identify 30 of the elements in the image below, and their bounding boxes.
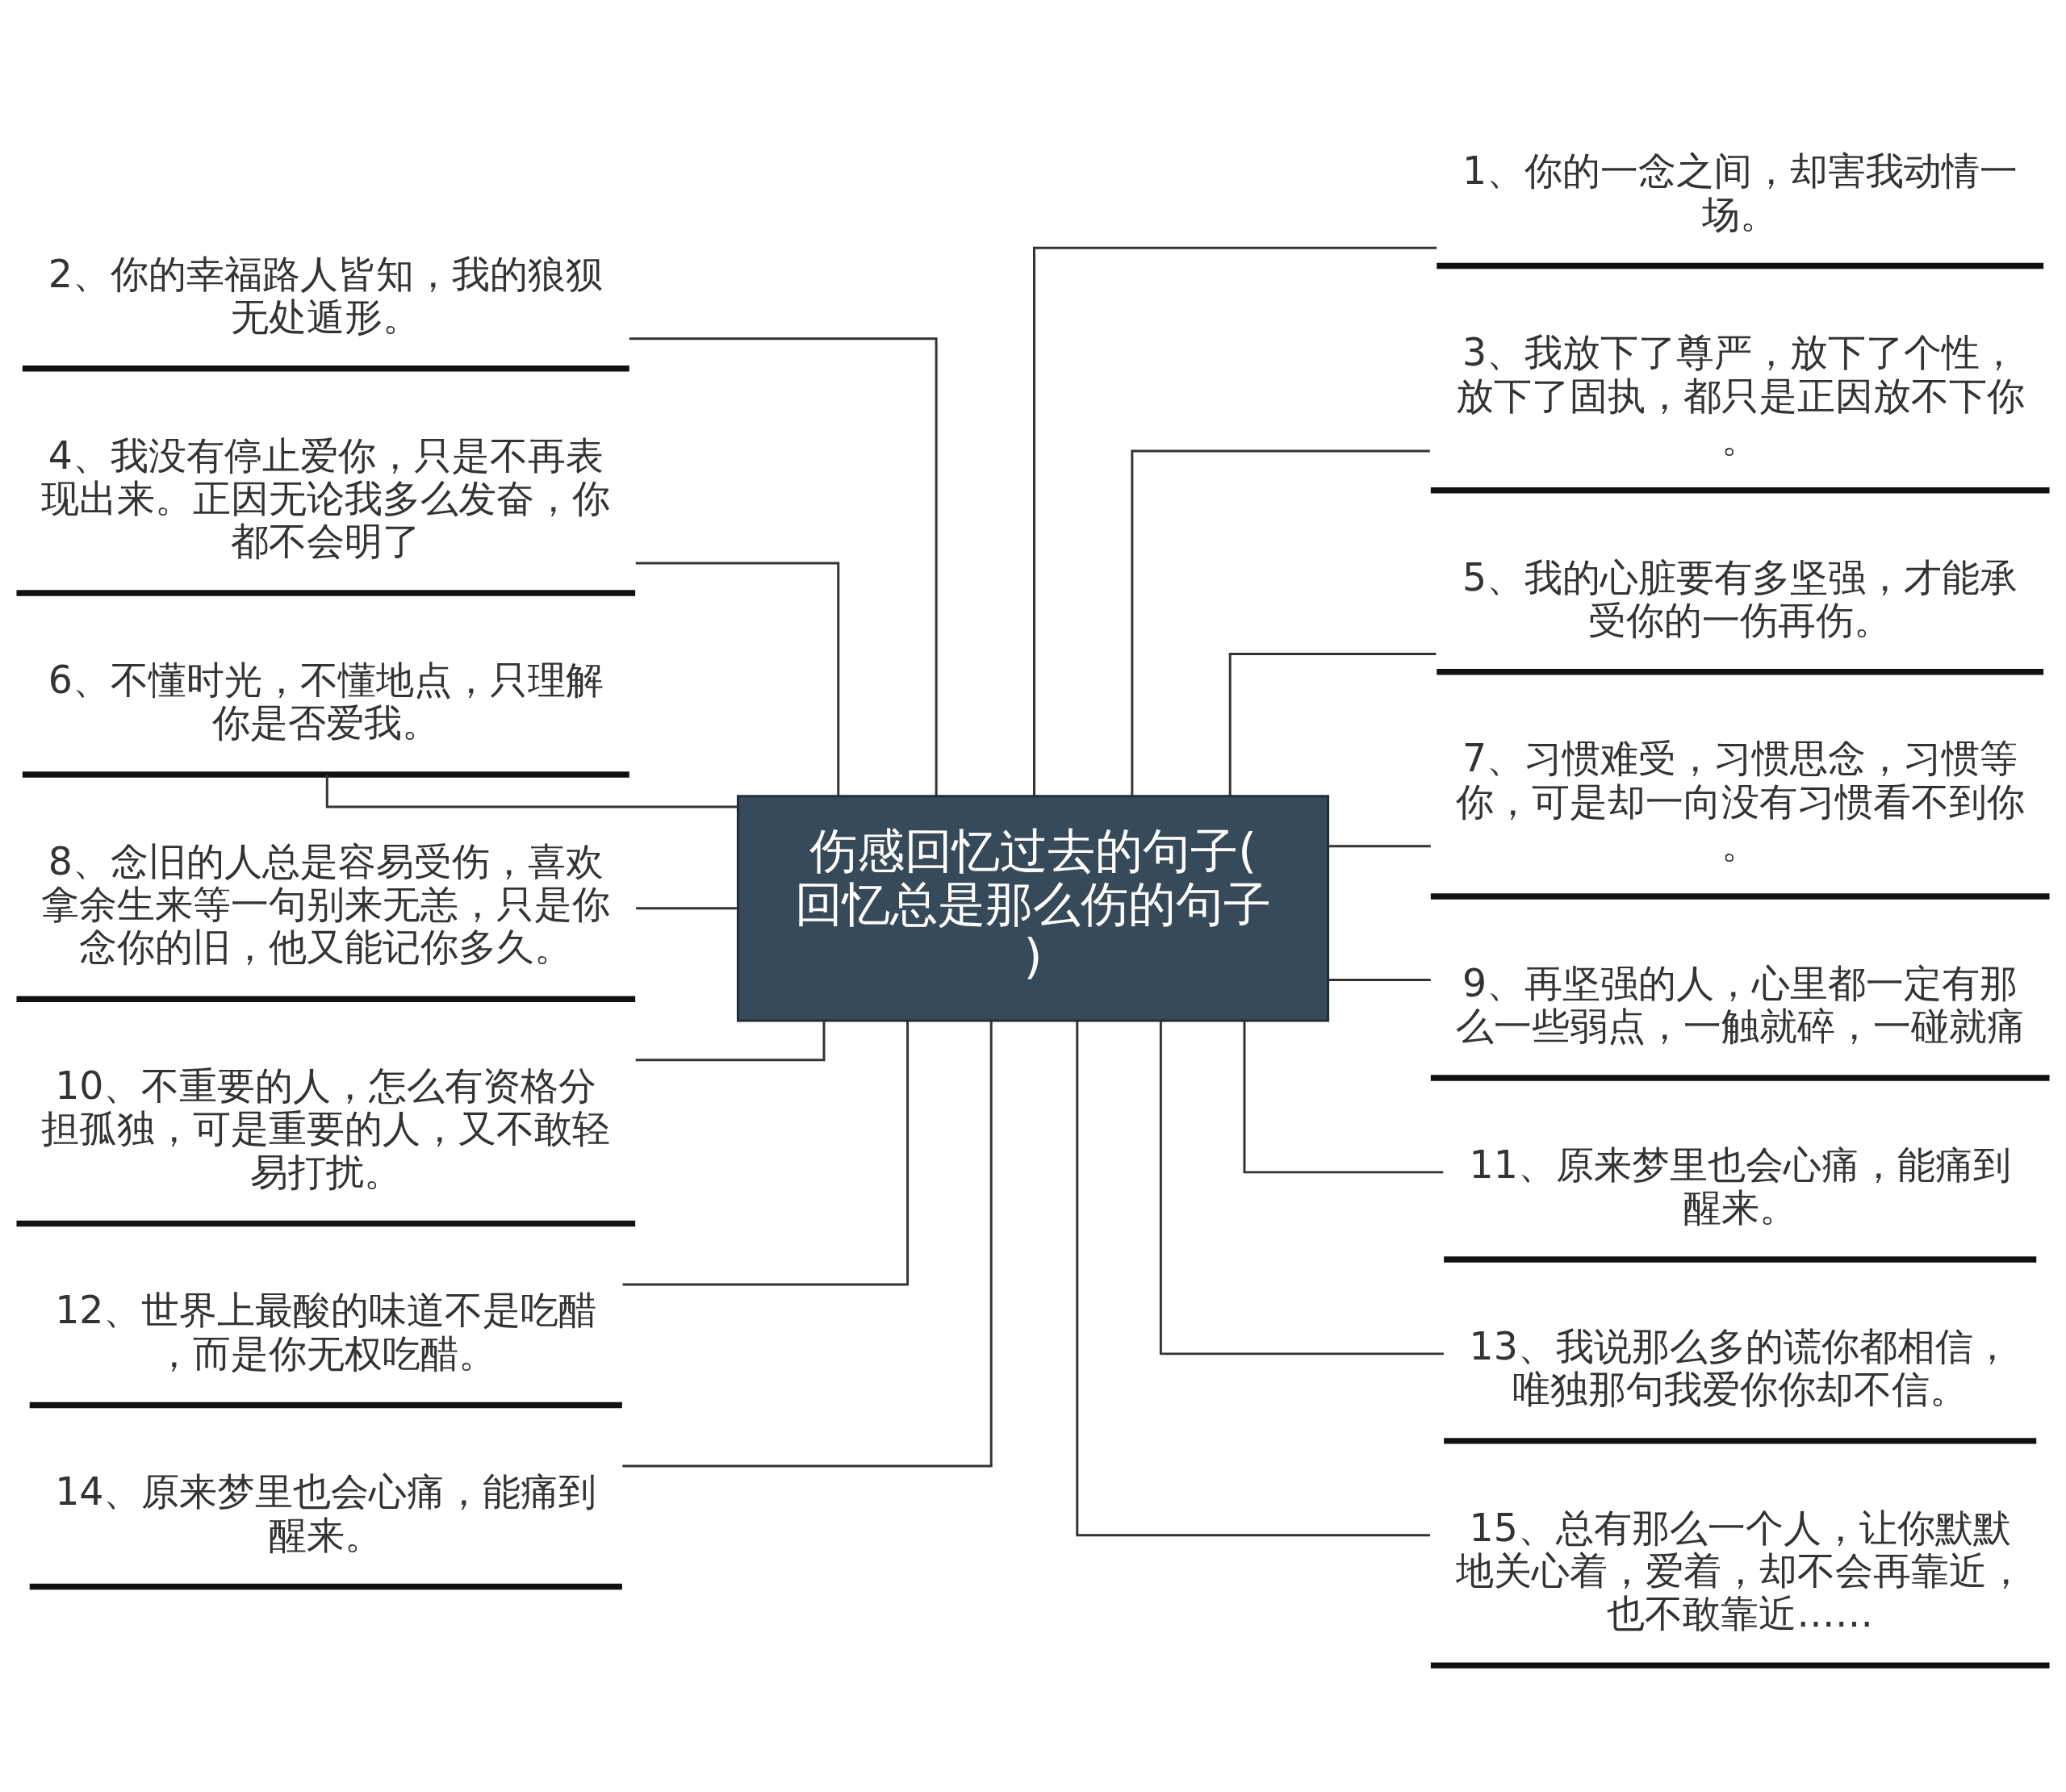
connector: [1076, 1021, 1430, 1536]
connector: [622, 1021, 910, 1285]
connector: [1033, 246, 1437, 796]
connector: [622, 1021, 993, 1467]
node-text: 1、你的一念之间，却害我动情一场。: [1462, 148, 2018, 236]
node-text: 11、原来梦里也会心痛，能痛到醒来。: [1469, 1142, 2011, 1230]
connector: [635, 562, 840, 796]
node-text: 9、再坚强的人，心里都一定有那么一些弱点，一触就碎，一碰就痛: [1455, 960, 2025, 1048]
connector: [1328, 978, 1431, 981]
connector: [1328, 844, 1431, 847]
node-text: 4、我没有停止爱你，只是不再表现出来。正因无论我多么发奋，你都不会明了: [41, 432, 611, 563]
node-text: 6、不懂时光，不懂地点，只理解你是否爱我。: [48, 657, 604, 745]
node-text: 3、我放下了尊严，放下了个性，放下了固执，都只是正因放不下你。: [1455, 329, 2025, 461]
node-text: 8、念旧的人总是容易受伤，喜欢拿余生来等一句别来无恙，只是你念你的旧，他又能记你多久。: [41, 838, 611, 969]
node-text: 14、原来梦里也会心痛，能痛到醒来。: [55, 1468, 597, 1557]
node-text: 15、总有那么一个人，让你默默地关心着，爱着，却不会再靠近，也不敢靠近……: [1455, 1505, 2025, 1635]
node-text: 12、世界上最酸的味道不是吃醋，而是你无权吃醋。: [55, 1287, 597, 1376]
connector: [1159, 1020, 1444, 1355]
node-text: 13、我说那么多的谎你都相信，唯独那句我爱你你却不信。: [1469, 1323, 2011, 1411]
connector: [635, 1020, 826, 1061]
connector: [1228, 652, 1437, 796]
connector: [636, 906, 738, 909]
node-text: 10、不重要的人，怎么有资格分担孤独，可是重要的人，又不敢轻易打扰。: [41, 1063, 611, 1194]
node-text: 7、习惯难受，习惯思念，习惯等你，可是却一向没有习惯看不到你。: [1455, 735, 2025, 867]
node-text: 2、你的幸福路人皆知，我的狼狈无处遁形。: [48, 251, 604, 339]
node-box: 伤感回忆过去的句子(回忆总是那么伤的句子): [736, 794, 1330, 1021]
connector: [629, 336, 938, 796]
connector: [1131, 449, 1430, 796]
connector: [1243, 1020, 1444, 1173]
node-text: 5、我的心脏要有多坚强，才能承受你的一伤再伤。: [1462, 554, 2018, 642]
